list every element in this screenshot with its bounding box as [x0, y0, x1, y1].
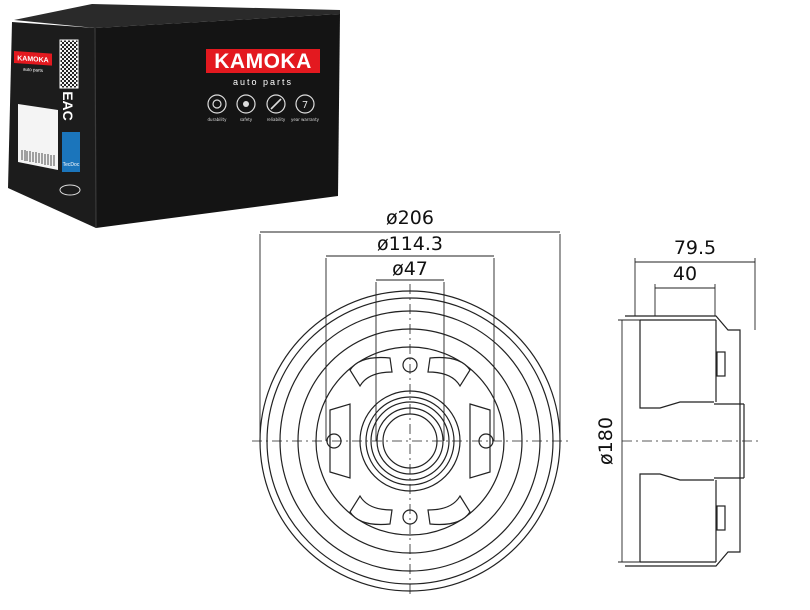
box-side-tagline: auto parts: [23, 67, 44, 73]
drum-front-view: [252, 284, 568, 598]
front-dimension-lines: [259, 231, 561, 441]
badge-icon: 7: [295, 94, 315, 114]
box-label-sticker: [18, 104, 58, 170]
feature-icon-row: durability safety reliability 7 year war…: [207, 94, 320, 122]
box-tagline: auto parts: [233, 77, 293, 87]
barcode-icon: [21, 150, 55, 166]
disc-icon: [236, 94, 256, 114]
dimension-bolt-circle: ø114.3: [377, 233, 443, 255]
feature-label-reliability: reliability: [267, 117, 286, 122]
dimension-drum-depth: 40: [673, 263, 697, 285]
qr-code-icon: [59, 39, 79, 89]
drum-side-view: [622, 315, 760, 567]
feature-label-durability: durability: [208, 117, 228, 122]
eac-mark: EAC: [60, 91, 76, 121]
box-side-logo: KAMOKA auto parts: [14, 50, 52, 73]
tecdoc-badge: TecDoc: [62, 132, 80, 172]
warranty-number: 7: [302, 100, 308, 111]
dimension-center-bore: ø47: [392, 258, 428, 280]
gear-icon: [207, 94, 227, 114]
dimension-inner-diameter: ø180: [595, 417, 617, 465]
feature-label-warranty: year warranty: [291, 117, 320, 122]
dimension-total-width: 79.5: [674, 237, 716, 259]
recycle-icon: [59, 184, 81, 196]
box-brand-name: KAMOKA: [214, 50, 312, 73]
box-side-brand: KAMOKA: [17, 55, 48, 64]
side-dimension-lines: [618, 258, 756, 563]
box-brand-logo: KAMOKA auto parts: [206, 49, 320, 87]
dimension-outer-diameter: ø206: [386, 207, 434, 229]
feature-label-safety: safety: [240, 117, 253, 122]
tecdoc-label: TecDoc: [63, 162, 80, 168]
wrench-icon: [266, 94, 286, 114]
product-box: KAMOKA auto parts durability safety reli…: [8, 4, 340, 229]
